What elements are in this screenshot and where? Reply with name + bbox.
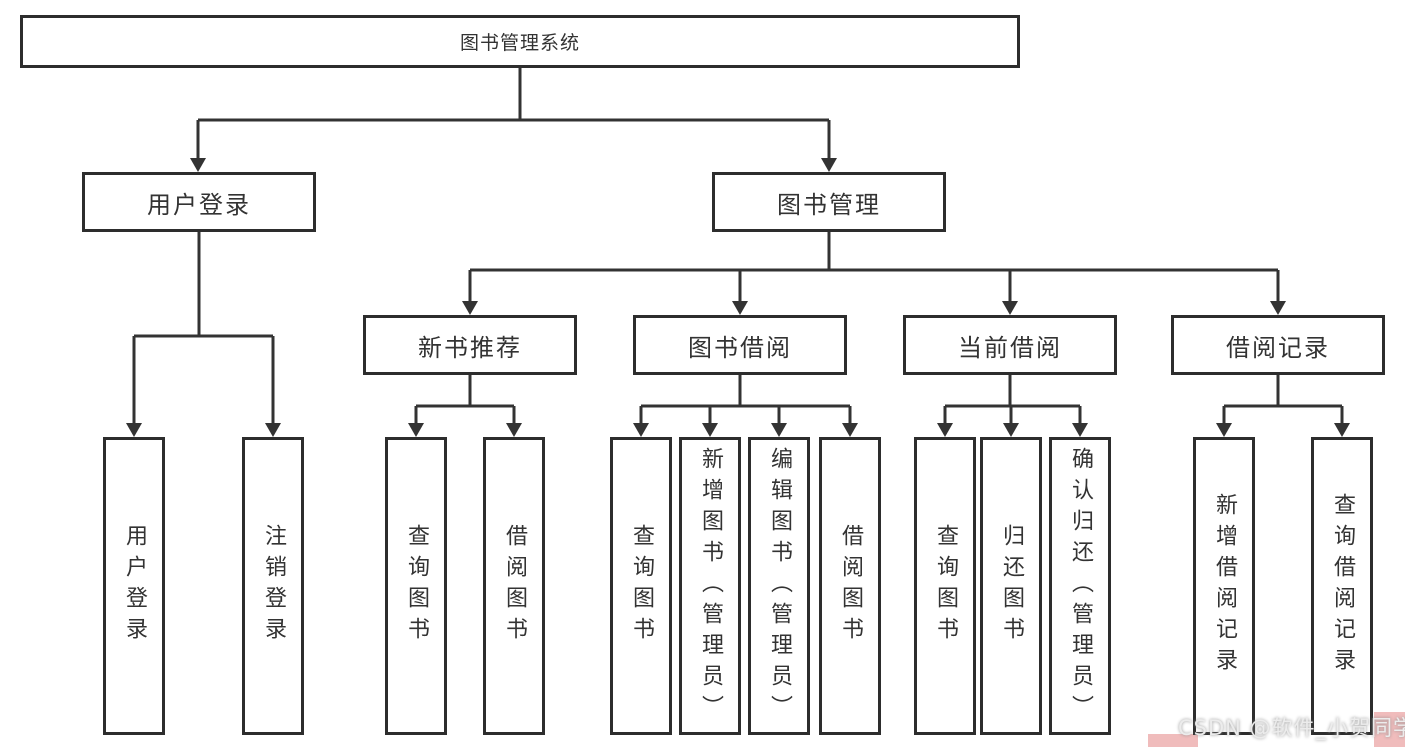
node-book-borrow: 图书借阅 bbox=[633, 315, 847, 375]
leaf-query-books-borrow: 查询图书 bbox=[610, 437, 672, 735]
leaf-query-borrow-record: 查询借阅记录 bbox=[1311, 437, 1373, 735]
node-borrow-records: 借阅记录 bbox=[1171, 315, 1385, 375]
leaf-query-books-recommend: 查询图书 bbox=[385, 437, 447, 735]
node-current-borrow: 当前借阅 bbox=[903, 315, 1117, 375]
csdn-watermark: CSDN @软件_小贺同学 bbox=[1178, 716, 1405, 740]
node-book-management: 图书管理 bbox=[712, 172, 946, 232]
leaf-query-books-current: 查询图书 bbox=[914, 437, 976, 735]
leaf-borrow-books: 借阅图书 bbox=[819, 437, 881, 735]
leaf-edit-book-admin: 编辑图书（管理员） bbox=[748, 437, 810, 735]
leaf-logout: 注销登录 bbox=[242, 437, 304, 735]
leaf-add-book-admin: 新增图书（管理员） bbox=[679, 437, 741, 735]
watermark-pink-patch-left bbox=[1148, 734, 1198, 747]
node-new-book-recommend: 新书推荐 bbox=[363, 315, 577, 375]
node-user-login: 用户登录 bbox=[82, 172, 316, 232]
leaf-add-borrow-record: 新增借阅记录 bbox=[1193, 437, 1255, 735]
leaf-confirm-return-admin: 确认归还（管理员） bbox=[1049, 437, 1111, 735]
leaf-user-login: 用户登录 bbox=[103, 437, 165, 735]
leaf-borrow-books-recommend: 借阅图书 bbox=[483, 437, 545, 735]
node-root: 图书管理系统 bbox=[20, 15, 1020, 68]
watermark-pink-patch-right bbox=[1374, 712, 1405, 747]
leaf-return-book: 归还图书 bbox=[980, 437, 1042, 735]
